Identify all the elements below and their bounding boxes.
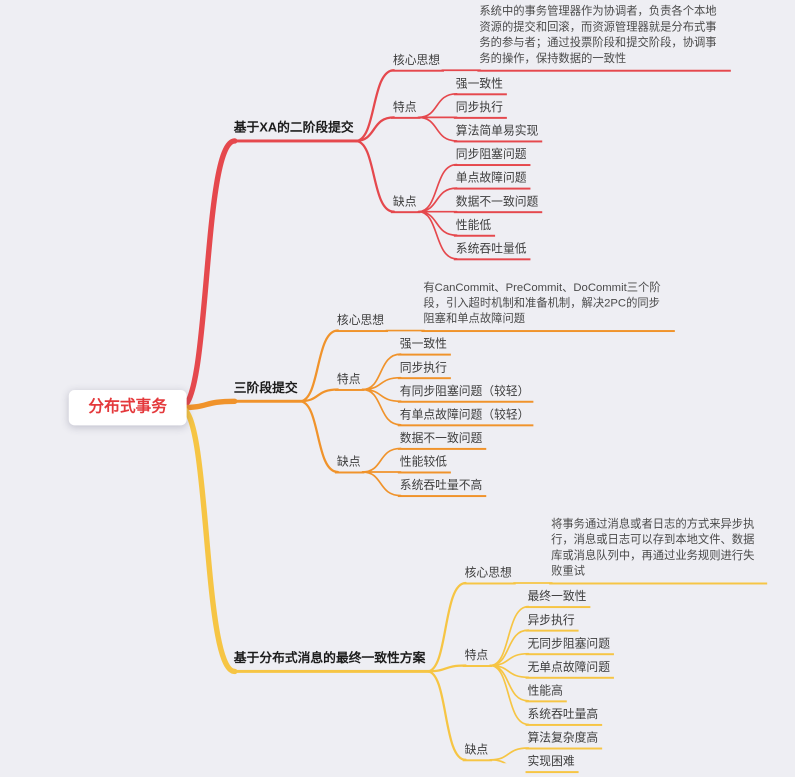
detail-topic[interactable]: 异步执行	[525, 613, 579, 632]
note-topic[interactable]: 系统中的事务管理器作为协调者，负责各个本地资源的提交和回滚，而资源管理器就是分布…	[477, 4, 731, 72]
branch-connector	[417, 92, 458, 119]
branch-connector	[489, 605, 530, 667]
detail-topic[interactable]: 算法简单易实现	[453, 124, 543, 143]
branch-connector	[489, 758, 507, 764]
branch-connector	[354, 139, 396, 213]
branch-connector	[489, 664, 530, 726]
branch-connector	[361, 353, 402, 391]
detail-topic[interactable]: 性能高	[525, 684, 567, 703]
detail-topic[interactable]: 性能较低	[397, 455, 451, 474]
branch-connector	[178, 138, 238, 411]
detail-topic[interactable]: 有单点故障问题（较轻）	[397, 408, 534, 427]
mindmap-edges	[178, 69, 553, 764]
root-topic[interactable]: 分布式事务	[68, 389, 187, 426]
branch-connector	[178, 398, 238, 411]
sub-topic[interactable]: 特点	[334, 372, 365, 391]
detail-topic[interactable]: 性能低	[453, 218, 496, 237]
detail-topic[interactable]: 同步执行	[397, 361, 451, 380]
branch-connector	[298, 400, 340, 474]
sub-topic[interactable]: 缺点	[390, 194, 421, 214]
branch-connector	[426, 581, 467, 673]
branch-connector	[361, 471, 402, 497]
detail-topic[interactable]: 同步执行	[453, 100, 507, 119]
detail-topic[interactable]: 同步阻塞问题	[453, 147, 531, 167]
detail-topic[interactable]: 有同步阻塞问题（较轻）	[397, 384, 534, 403]
main-branch-topic[interactable]: 基于XA的二阶段提交	[231, 120, 358, 143]
branch-connector	[426, 664, 467, 673]
sub-topic[interactable]: 缺点	[334, 455, 365, 474]
branch-connector	[298, 388, 340, 403]
mindmap-canvas[interactable]: 分布式事务基于XA的二阶段提交核心思想系统中的事务管理器作为协调者，负责各个本地…	[0, 0, 781, 774]
detail-topic[interactable]: 无单点故障问题	[525, 660, 614, 679]
note-topic[interactable]: 将事务通过消息或者日志的方式来异步执行，消息或日志可以存到本地文件、数据库或消息…	[549, 517, 768, 585]
detail-topic[interactable]: 最终一致性	[525, 589, 591, 609]
branch-connector	[361, 388, 402, 426]
sub-topic[interactable]: 特点	[390, 100, 421, 119]
main-branch-topic[interactable]: 基于分布式消息的最终一致性方案	[231, 650, 430, 673]
main-branch-topic[interactable]: 三阶段提交	[231, 380, 302, 403]
sub-topic[interactable]: 核心思想	[462, 566, 516, 585]
detail-topic[interactable]: 系统吞吐量高	[525, 707, 603, 726]
detail-topic[interactable]: 算法复杂度高	[525, 731, 603, 750]
sub-topic[interactable]: 核心思想	[334, 313, 389, 333]
branch-connector	[354, 116, 396, 143]
detail-topic[interactable]: 数据不一致问题	[397, 431, 487, 450]
sub-topic[interactable]: 缺点	[462, 743, 493, 762]
detail-topic[interactable]: 强一致性	[397, 337, 451, 356]
branch-connector	[417, 210, 458, 260]
branch-connector	[417, 187, 458, 213]
sub-topic[interactable]: 核心思想	[390, 53, 445, 72]
detail-topic[interactable]: 单点故障问题	[453, 171, 531, 190]
detail-topic[interactable]: 强一致性	[453, 77, 507, 96]
branch-connector	[298, 329, 340, 403]
branch-connector	[426, 670, 467, 761]
branch-connector	[354, 69, 396, 143]
branch-connector	[417, 116, 458, 142]
detail-topic[interactable]: 系统吞吐量不高	[397, 478, 487, 498]
detail-topic[interactable]: 无同步阻塞问题	[525, 637, 614, 656]
branch-connector	[361, 447, 402, 473]
sub-topic[interactable]: 特点	[462, 648, 493, 667]
detail-topic[interactable]: 数据不一致问题	[453, 194, 543, 214]
branch-connector	[489, 747, 530, 761]
branch-connector	[178, 404, 238, 675]
branch-connector	[417, 210, 458, 237]
note-topic[interactable]: 有CanCommit、PreCommit、DoCommit三个阶段，引入超时机制…	[421, 280, 675, 333]
detail-topic[interactable]: 系统吞吐量低	[453, 242, 531, 261]
detail-topic[interactable]: 实现困难	[525, 754, 579, 774]
